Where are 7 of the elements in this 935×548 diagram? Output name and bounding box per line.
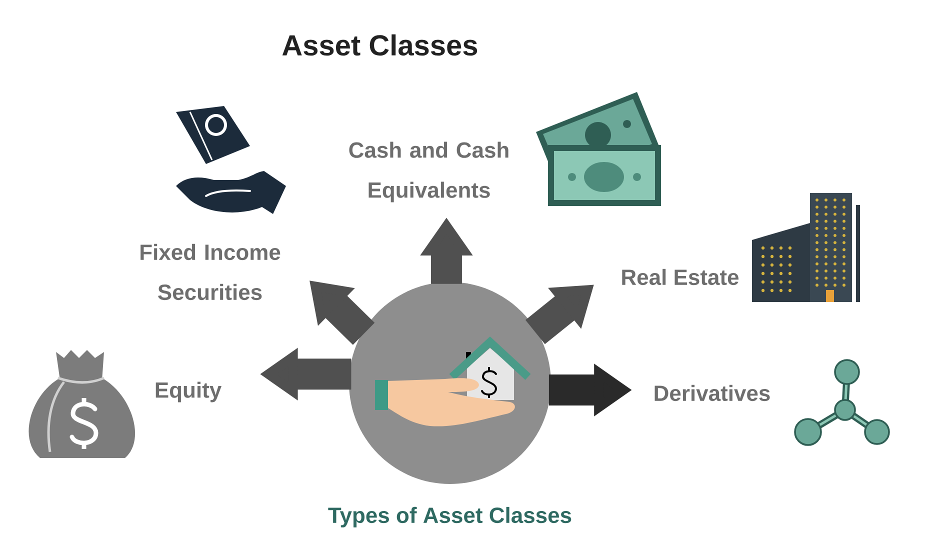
category-label: Derivatives bbox=[654, 384, 770, 402]
category-label: Real Estate bbox=[622, 268, 739, 286]
node-label: Types of Asset Classes bbox=[328, 506, 572, 528]
category-label: Cash and Cash Equivalents bbox=[349, 142, 508, 202]
category-label: Equity bbox=[156, 382, 222, 402]
title: Asset Classes bbox=[282, 34, 478, 56]
category-label: Fixed Income Securities bbox=[140, 244, 280, 300]
